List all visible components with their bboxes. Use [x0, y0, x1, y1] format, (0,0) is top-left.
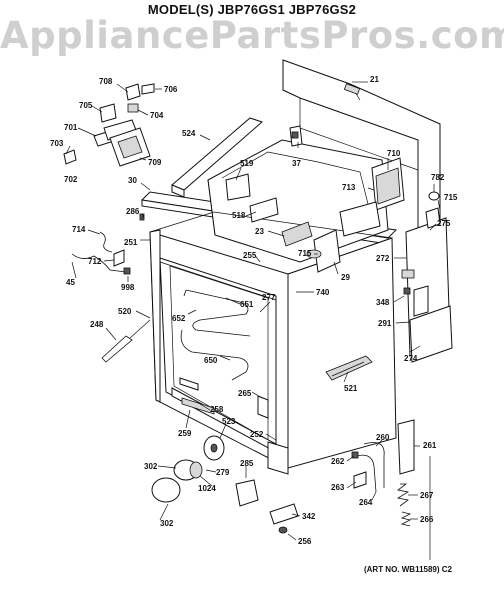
label-652: 652: [172, 314, 186, 323]
label-521: 521: [344, 384, 358, 393]
label-715-center: 715: [298, 249, 312, 258]
label-265: 265: [238, 389, 252, 398]
door-hinge-components: [351, 419, 431, 560]
label-712: 712: [88, 257, 102, 266]
label-703: 703: [50, 139, 64, 148]
label-258: 258: [210, 405, 224, 414]
left-components: [71, 213, 151, 363]
model-title: MODEL(S) JBP76GS1 JBP76GS2: [147, 2, 357, 17]
label-259: 259: [178, 429, 192, 438]
label-705: 705: [79, 101, 93, 110]
label-342: 342: [302, 512, 316, 521]
label-266: 266: [420, 515, 434, 524]
label-706: 706: [164, 85, 178, 94]
label-286: 286: [126, 207, 140, 216]
bottom-components: [151, 435, 299, 534]
control-components: [63, 83, 155, 167]
label-248: 248: [90, 320, 104, 329]
label-267: 267: [420, 491, 434, 500]
label-302-top: 302: [144, 462, 158, 471]
label-782: 782: [431, 173, 445, 182]
label-520: 520: [118, 307, 132, 316]
label-709: 709: [148, 158, 162, 167]
label-291: 291: [378, 319, 392, 328]
label-279: 279: [216, 468, 230, 477]
label-998: 998: [121, 283, 135, 292]
label-740: 740: [316, 288, 330, 297]
label-45: 45: [66, 278, 75, 287]
label-37: 37: [292, 159, 301, 168]
label-256: 256: [298, 537, 312, 546]
label-708: 708: [99, 77, 113, 86]
label-710: 710: [387, 149, 401, 158]
label-263: 263: [331, 483, 345, 492]
label-272: 272: [376, 254, 390, 263]
part-number-labels: 708 706 705 704 701 703 702 709 524 21 3…: [50, 75, 458, 546]
label-523: 523: [222, 417, 236, 426]
label-1024: 1024: [198, 484, 216, 493]
label-274: 274: [404, 354, 418, 363]
label-713: 713: [342, 183, 356, 192]
label-29: 29: [341, 273, 350, 282]
label-277: 277: [262, 293, 276, 302]
cavity-supports: [179, 377, 269, 419]
right-side-parts: [401, 191, 453, 363]
label-348: 348: [376, 298, 390, 307]
label-302-bottom: 302: [160, 519, 174, 528]
label-260: 260: [376, 433, 390, 442]
label-701: 701: [64, 123, 78, 132]
label-715-right: 715: [444, 193, 458, 202]
label-704: 704: [150, 111, 164, 120]
label-255: 255: [243, 251, 257, 260]
label-519: 519: [240, 159, 254, 168]
label-285: 285: [240, 459, 254, 468]
heating-elements: [180, 289, 251, 381]
label-30: 30: [128, 176, 137, 185]
label-23: 23: [255, 227, 264, 236]
label-252: 252: [250, 430, 264, 439]
label-261: 261: [423, 441, 437, 450]
label-264: 264: [359, 498, 373, 507]
label-650: 650: [204, 356, 218, 365]
label-251: 251: [124, 238, 138, 247]
watermark: AppliancePartsPros.com: [0, 14, 504, 57]
label-262: 262: [331, 457, 345, 466]
label-524: 524: [182, 129, 196, 138]
label-714: 714: [72, 225, 86, 234]
label-651: 651: [240, 300, 254, 309]
art-number: (ART NO. WB11589) C2: [363, 565, 452, 574]
leader-lines: [65, 81, 441, 541]
label-275: 275: [437, 219, 451, 228]
label-21: 21: [370, 75, 379, 84]
label-702: 702: [64, 175, 78, 184]
label-518: 518: [232, 211, 246, 220]
